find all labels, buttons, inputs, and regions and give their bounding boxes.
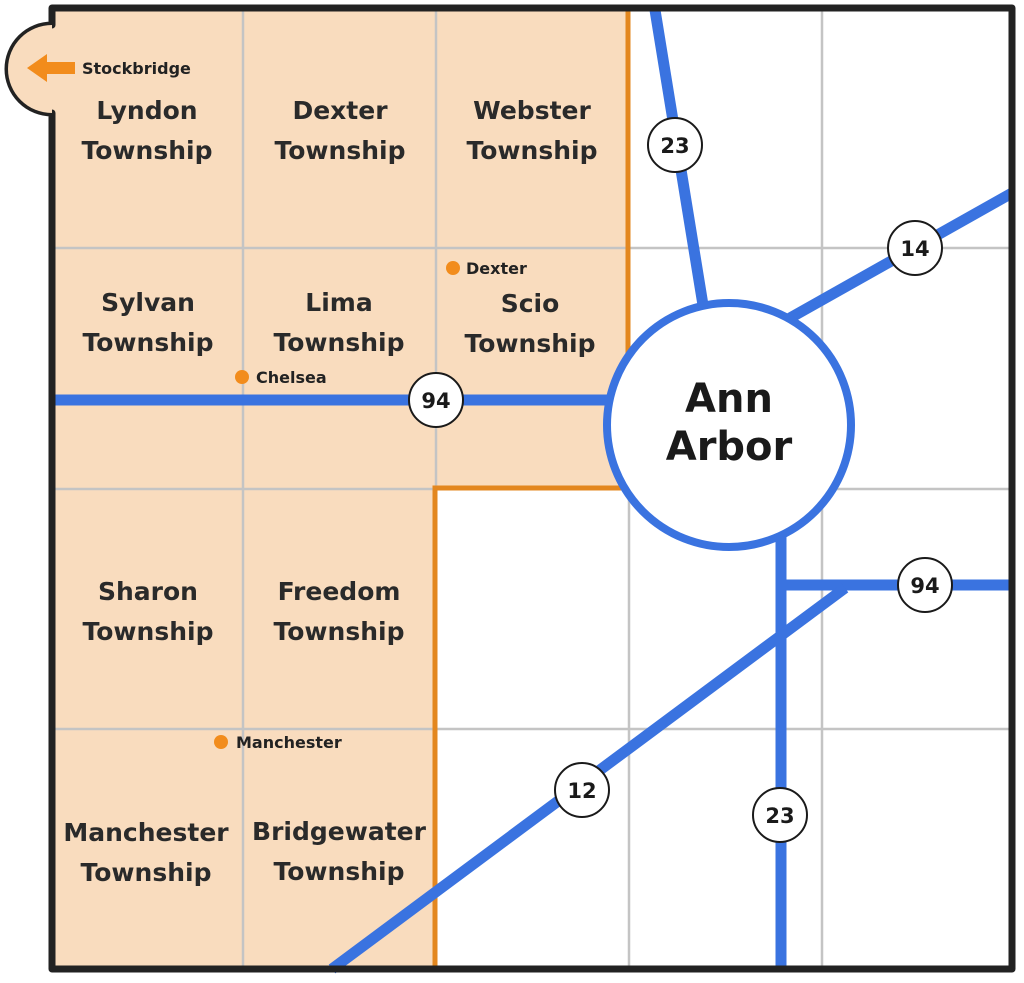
sharon-township-line1: Sharon xyxy=(98,577,198,606)
sharon-township-line2: Township xyxy=(83,617,214,646)
freedom-township-line1: Freedom xyxy=(278,577,401,606)
lima-township-line2: Township xyxy=(274,328,405,357)
bridgewater-township-line1: Bridgewater xyxy=(252,817,427,846)
manchester-township-line2: Township xyxy=(81,858,212,887)
shield-us23-north: 23 xyxy=(647,117,703,173)
chelsea-town-label: Chelsea xyxy=(256,368,327,387)
lima-township-line1: Lima xyxy=(305,288,372,317)
town-markers: Dexter Chelsea Manchester xyxy=(214,259,527,752)
ann-arbor-marker: Ann Arbor xyxy=(603,299,855,551)
manchester-town-label: Manchester xyxy=(236,733,342,752)
dexter-town-dot xyxy=(446,261,460,275)
svg-text:23: 23 xyxy=(765,804,794,828)
arrow-left-icon xyxy=(27,54,75,82)
service-region-border xyxy=(432,8,631,969)
city-line2: Arbor xyxy=(666,424,793,470)
svg-text:94: 94 xyxy=(421,389,450,413)
svg-text:23: 23 xyxy=(660,134,689,158)
manchester-township-line1: Manchester xyxy=(63,818,229,847)
webster-township-line2: Township xyxy=(467,136,598,165)
bridgewater-township-line2: Township xyxy=(274,857,405,886)
chelsea-town-dot xyxy=(235,370,249,384)
dexter-township-line2: Township xyxy=(275,136,406,165)
sylvan-township-line1: Sylvan xyxy=(101,288,195,317)
lyndon-township-line2: Township xyxy=(82,136,213,165)
webster-township-line1: Webster xyxy=(473,96,591,125)
stockbridge-label: Stockbridge xyxy=(82,59,191,78)
shield-us23-south: 23 xyxy=(752,787,808,843)
shield-i94-west: 94 xyxy=(408,372,464,428)
shield-i94-east: 94 xyxy=(897,557,953,613)
scio-township-line1: Scio xyxy=(501,289,560,318)
shield-m12: 12 xyxy=(554,762,610,818)
svg-text:14: 14 xyxy=(900,237,929,261)
dexter-town-label: Dexter xyxy=(466,259,527,278)
township-labels: Lyndon Township Dexter Township Webster … xyxy=(63,96,597,887)
sylvan-township-line2: Township xyxy=(83,328,214,357)
highway-shields: 23 14 94 94 12 23 xyxy=(408,117,953,843)
svg-text:12: 12 xyxy=(567,779,596,803)
lyndon-township-line1: Lyndon xyxy=(96,96,197,125)
manchester-town-dot xyxy=(214,735,228,749)
scio-township-line2: Township xyxy=(465,329,596,358)
dexter-township-line1: Dexter xyxy=(292,96,388,125)
city-line1: Ann xyxy=(685,376,773,422)
svg-text:94: 94 xyxy=(910,574,939,598)
shield-m14: 14 xyxy=(887,220,943,276)
freedom-township-line2: Township xyxy=(274,617,405,646)
